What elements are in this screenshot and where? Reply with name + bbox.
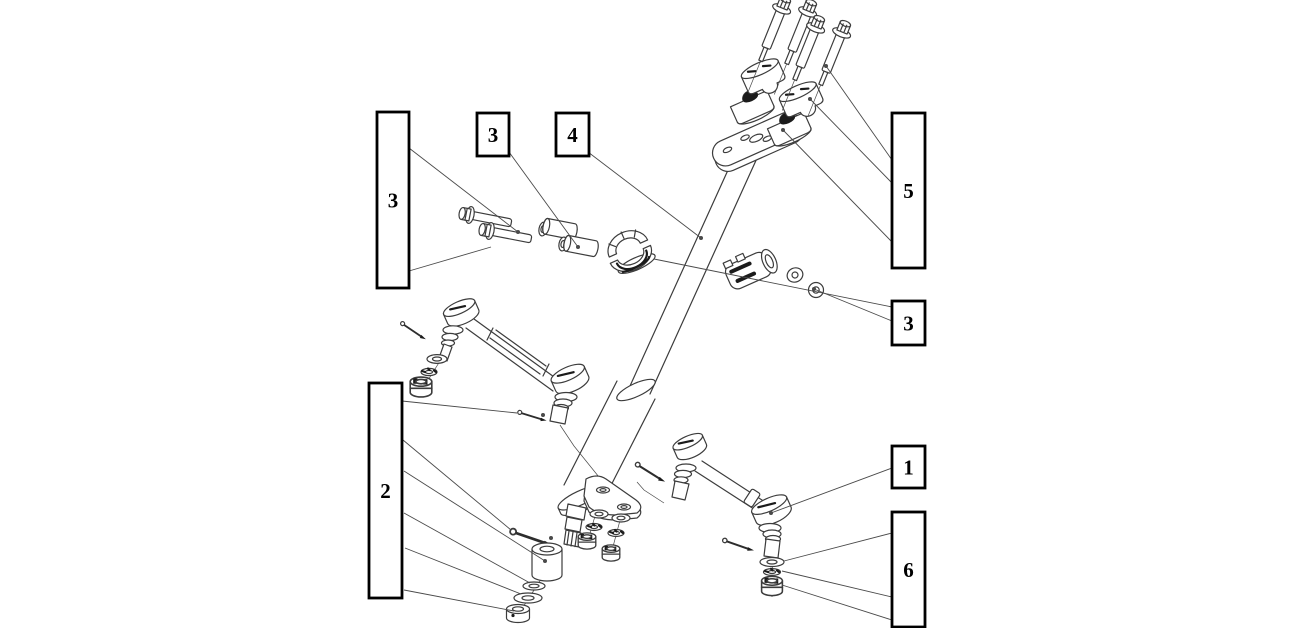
leader-dot-callout-5 — [781, 128, 785, 132]
callout-6-label: 6 — [903, 558, 914, 582]
leader-dot-callout-2 — [543, 559, 547, 563]
callout-4-frame — [554, 111, 591, 158]
arm-castle-nut-right — [601, 544, 621, 562]
ball-joint-left-outer — [442, 298, 480, 327]
leader-dot-callout-5 — [824, 64, 828, 68]
leader-dot-callout-1 — [769, 511, 773, 515]
leader-line-callout-5 — [782, 129, 893, 243]
leader-dot-callout-3-top — [576, 245, 580, 249]
ball-stud-right-upper — [671, 480, 690, 501]
callout-5-frame — [890, 111, 927, 270]
leader-line-callout-6 — [783, 532, 893, 562]
ball-joint-left-inner — [550, 363, 590, 395]
callout-3-left-frame — [375, 110, 411, 290]
cotter-pin-right-upper — [631, 460, 669, 485]
callout-3-right: 3 — [890, 299, 927, 347]
holder-bushing-2 — [561, 234, 601, 258]
callout-3-left: 3 — [375, 110, 411, 290]
ball-joint-right-inner — [672, 432, 708, 461]
leader-line-callout-2 — [403, 470, 546, 562]
callout-1-frame — [890, 444, 927, 490]
leader-dot-callout-2 — [549, 536, 553, 540]
shaft-lower-steps — [563, 503, 587, 548]
callout-6: 6 — [890, 510, 927, 628]
ball-stud-right-lower — [763, 538, 781, 559]
leader-dot-callout-2 — [541, 413, 545, 417]
column-washer-small — [522, 581, 546, 591]
callout-3-right-frame — [890, 299, 927, 347]
leader-lines — [401, 64, 893, 621]
leader-line-callout-2 — [404, 547, 522, 595]
leader-line-callout-1 — [770, 467, 893, 514]
callout-3-left-label: 3 — [388, 189, 399, 213]
callout-3-top-frame — [475, 111, 511, 158]
callout-2-label: 2 — [380, 479, 391, 503]
leader-line-callout-2 — [402, 439, 512, 531]
leader-line-callout-6 — [781, 584, 893, 621]
leader-line-callout-2 — [403, 589, 515, 612]
leader-line-callout-2 — [401, 400, 518, 414]
column-washer-large — [513, 592, 543, 604]
column-lock-collar — [505, 603, 531, 624]
callout-3-top: 3 — [475, 111, 511, 158]
washer-right-lower — [759, 556, 785, 568]
arm-castle-nut-left — [577, 532, 597, 550]
leader-line-callout-6 — [781, 570, 893, 598]
leader-dot-callout-5 — [808, 97, 812, 101]
tie-rod-right — [631, 432, 792, 597]
lock-washer-left — [420, 367, 438, 377]
tie-rod-left — [397, 298, 590, 425]
callout-4: 4 — [554, 111, 591, 158]
arm-washer-stack-right — [607, 513, 631, 538]
leader-line-callout-4 — [587, 151, 702, 239]
leader-line-callout-3-right — [653, 258, 893, 308]
callout-2-frame — [367, 381, 404, 600]
castle-nut-left-upper — [409, 376, 433, 398]
castle-nut-right-lower — [760, 575, 784, 597]
cotter-pin-right-lower — [720, 536, 757, 553]
leader-line-callout-3-left — [408, 246, 492, 272]
leader-dot-callout-3-left — [516, 230, 520, 234]
callout-boxes: 3 3 4 5 3 2 1 6 — [367, 110, 927, 628]
callout-1: 1 — [890, 444, 927, 490]
leader-line-callout-3-right — [813, 288, 893, 322]
column-clamp-upper-half — [607, 229, 649, 258]
callout-6-frame — [890, 510, 927, 628]
cotter-pin-left-upper — [397, 320, 430, 342]
leader-line-callout-3-left — [408, 147, 519, 233]
tie-rod-adjuster-collar — [743, 488, 761, 508]
leader-dot-callout-4 — [699, 236, 703, 240]
callout-1-label: 1 — [903, 456, 914, 480]
callout-3-top-label: 3 — [488, 123, 499, 147]
leader-line-callout-5 — [825, 65, 893, 161]
leader-line-callout-3-top — [508, 151, 579, 248]
arm-washer-stack-left — [585, 509, 609, 532]
column-bushing — [531, 542, 563, 582]
callout-2: 2 — [367, 381, 404, 600]
leader-line-callout-5 — [809, 98, 893, 184]
callout-5-label: 5 — [903, 179, 914, 203]
yoke-nut — [786, 267, 804, 283]
callout-3-right-label: 3 — [903, 312, 914, 336]
steering-shaft-yoke-clamp — [722, 248, 778, 290]
callout-5: 5 — [890, 111, 927, 270]
leader-line-callout-2 — [403, 512, 531, 584]
ball-stud-left-lower — [549, 404, 569, 425]
lock-washer-right-lower — [762, 567, 782, 576]
steering-shaft — [629, 147, 759, 395]
leader-dot-callout-3-right — [812, 287, 816, 291]
column-clamp-lower-half — [609, 244, 656, 274]
callout-4-label: 4 — [567, 123, 578, 147]
